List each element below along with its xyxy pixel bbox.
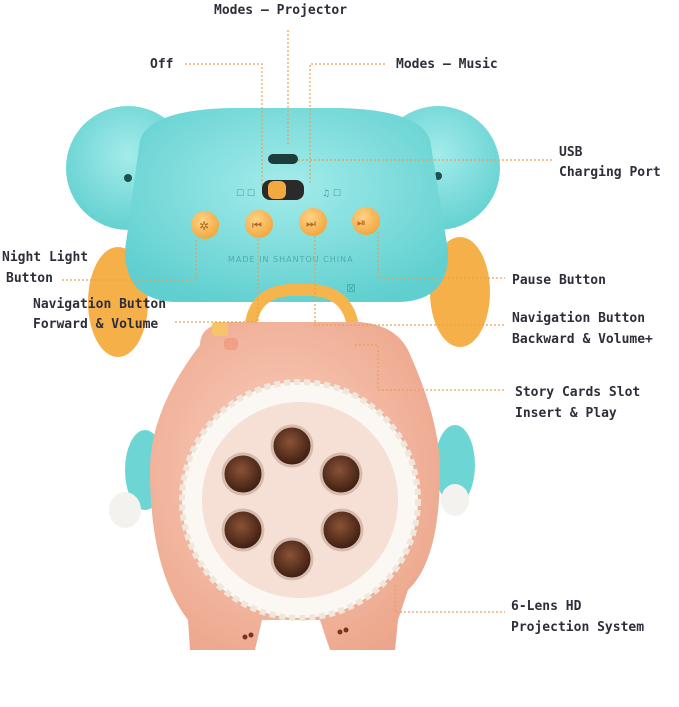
usb-port	[268, 154, 298, 164]
label-off: Off	[150, 57, 174, 72]
svg-text:⏭: ⏭	[306, 217, 316, 230]
prev-button: ⏮	[245, 210, 273, 238]
label-nav-forward-line2: Forward & Volume	[33, 317, 159, 332]
six-lens-array	[221, 424, 364, 581]
label-modes-music: Modes – Music	[396, 57, 498, 72]
next-button: ⏭	[299, 208, 327, 236]
label-story-cards-line2: Insert & Play	[515, 406, 617, 421]
label-pause-button: Pause Button	[512, 273, 606, 288]
label-story-cards-line1: Story Cards Slot	[515, 385, 641, 400]
label-lens-line2: Projection System	[511, 620, 645, 635]
svg-text:⊠: ⊠	[346, 281, 356, 295]
made-in-text: MADE IN SHANTOU CHINA	[228, 255, 354, 264]
svg-text:⏯: ⏯	[357, 216, 366, 229]
svg-text:✲: ✲	[199, 219, 209, 233]
svg-text:☐ ☐: ☐ ☐	[236, 189, 255, 199]
label-usb-line1: USB	[559, 145, 583, 160]
mode-switch	[262, 180, 304, 200]
label-usb-line2: Charging Port	[559, 165, 661, 180]
label-nav-backward-line1: Navigation Button	[512, 311, 646, 326]
label-night-light-line2: Button	[6, 271, 53, 286]
label-nav-forward-line1: Navigation Button	[33, 297, 167, 312]
night-light-button: ✲	[191, 211, 219, 239]
svg-text:⏮: ⏮	[252, 219, 262, 232]
svg-text:♫ ☐: ♫ ☐	[322, 189, 341, 199]
teal-head-panel	[125, 108, 449, 302]
label-modes-projector: Modes – Projector	[214, 3, 348, 18]
leader-lines	[62, 30, 552, 613]
label-lens-line1: 6-Lens HD	[511, 599, 582, 614]
pause-button: ⏯	[352, 207, 380, 235]
label-nav-backward-line2: Backward & Volume+	[512, 332, 653, 347]
label-night-light-line1: Night Light	[2, 250, 89, 265]
carry-handle	[244, 284, 360, 342]
